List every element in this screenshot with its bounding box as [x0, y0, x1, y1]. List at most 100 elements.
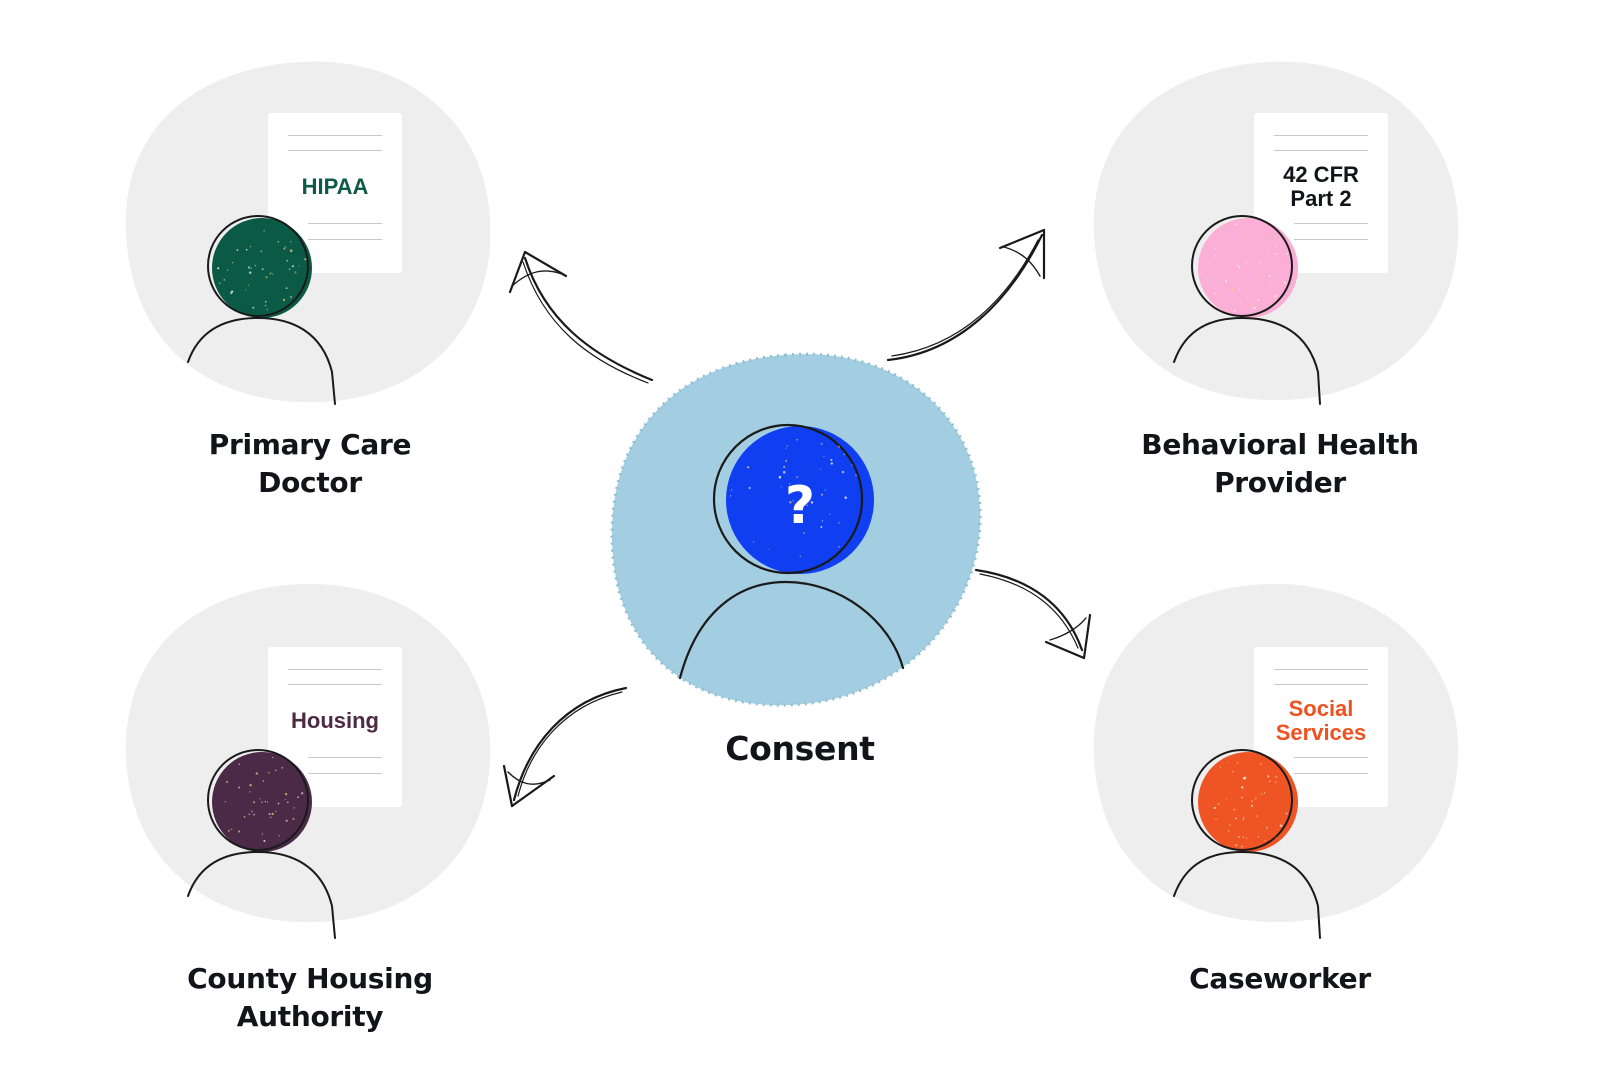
speckle-dot: [1236, 761, 1239, 765]
speckle-dot: [238, 763, 240, 765]
speckle-dot: [1236, 264, 1239, 267]
speckle-dot: [253, 801, 256, 804]
county-housing-label-line1: County Housing: [187, 962, 433, 995]
speckle-dot: [1257, 836, 1260, 838]
speckle-dot: [259, 798, 261, 800]
speckle-dot: [245, 248, 248, 251]
speckle-dot: [1274, 781, 1277, 784]
county-housing-document-title: Housing: [291, 708, 379, 733]
speckle-dot: [855, 474, 857, 477]
speckle-dot: [263, 839, 266, 843]
speckle-dot: [1246, 296, 1249, 299]
speckle-dot: [226, 269, 229, 271]
speckle-dot: [1274, 245, 1276, 248]
speckle-dot: [248, 813, 251, 816]
speckle-dot: [288, 268, 291, 271]
speckle-dot: [1243, 816, 1245, 819]
speckle-dot: [281, 766, 284, 769]
speckle-dot: [1261, 276, 1264, 278]
speckle-dot: [752, 540, 755, 543]
speckle-dot: [260, 250, 263, 253]
speckle-dot: [1255, 815, 1259, 818]
speckle-dot: [1205, 277, 1208, 280]
speckle-dot: [238, 830, 241, 833]
speckle-dot: [830, 462, 833, 465]
speckle-dot: [767, 548, 770, 550]
speckle-dot: [247, 284, 250, 287]
speckle-dot: [298, 265, 301, 267]
speckle-dot: [247, 266, 251, 269]
primary-care-head: [212, 218, 312, 318]
center-person-head: [726, 426, 874, 574]
caseworker-document-title-line1: Social: [1288, 696, 1354, 721]
speckle-dot: [785, 447, 787, 449]
speckle-dot: [1251, 302, 1254, 306]
behavioral-health-label-line2: Provider: [1214, 466, 1346, 499]
speckle-dot: [1215, 818, 1217, 820]
speckle-dot: [1238, 836, 1240, 839]
speckle-dot: [729, 495, 732, 497]
county-housing-head: [212, 752, 312, 852]
speckle-dot: [243, 816, 246, 818]
behavioral-health-label: Behavioral Health Provider: [1100, 426, 1460, 502]
speckle-dot: [786, 445, 789, 447]
behavioral-health-document-title-line2: Part 2: [1290, 186, 1352, 211]
caseworker-document-title-line2: Services: [1275, 720, 1367, 745]
speckle-dot: [843, 453, 846, 456]
speckle-dot: [782, 471, 786, 474]
speckle-dot: [278, 834, 280, 837]
speckle-dot: [263, 230, 265, 232]
primary-care-label-line2: Doctor: [258, 466, 362, 499]
speckle-dot: [1269, 780, 1271, 782]
speckle-dot: [1279, 824, 1283, 827]
speckle-dot: [1240, 796, 1243, 799]
arrow-to-primary-care: [508, 250, 654, 384]
speckle-dot: [1246, 307, 1249, 310]
speckle-dot: [830, 459, 833, 461]
behavioral-health-person-icon: [1173, 215, 1321, 405]
center-label: Consent: [725, 729, 875, 768]
speckle-dot: [748, 486, 751, 490]
speckle-dot: [1224, 280, 1228, 283]
speckle-dot: [1251, 800, 1253, 802]
speckle-dot: [778, 475, 782, 479]
caseworker-person-icon: [1173, 749, 1321, 939]
speckle-dot: [225, 780, 229, 784]
speckle-dot: [292, 817, 295, 821]
speckle-dot: [275, 810, 277, 813]
speckle-dot: [828, 513, 831, 516]
speckle-dot: [1227, 830, 1230, 832]
speckle-dot: [285, 819, 288, 822]
speckle-dot: [1274, 295, 1277, 298]
speckle-dot: [1263, 792, 1266, 794]
speckle-dot: [261, 268, 264, 271]
speckle-dot: [838, 522, 840, 524]
speckle-dot: [284, 792, 288, 796]
speckle-dot: [1264, 839, 1266, 842]
speckle-dot: [810, 501, 814, 504]
speckle-dot: [277, 240, 280, 243]
speckle-dot: [1268, 275, 1271, 278]
speckle-dot: [231, 262, 234, 264]
speckle-dot: [271, 812, 274, 816]
arrow-to-caseworker: [974, 568, 1092, 660]
speckle-dot: [264, 304, 267, 307]
speckle-dot: [297, 796, 299, 798]
speckle-dot: [252, 306, 255, 309]
speckle-dot: [799, 555, 802, 558]
speckle-dot: [292, 806, 295, 809]
speckle-dot: [249, 784, 252, 787]
speckle-dot: [1275, 837, 1277, 839]
speckle-dot: [266, 308, 269, 311]
speckle-dot: [1274, 252, 1277, 256]
speckle-dot: [304, 258, 307, 261]
speckle-dot: [780, 486, 783, 488]
speckle-dot: [272, 756, 274, 759]
speckle-dot: [284, 798, 287, 801]
speckle-dot: [796, 438, 798, 441]
primary-care-document-title: HIPAA: [301, 174, 369, 199]
speckle-dot: [249, 245, 252, 248]
speckle-dot: [1242, 836, 1244, 838]
speckle-dot: [255, 772, 259, 775]
